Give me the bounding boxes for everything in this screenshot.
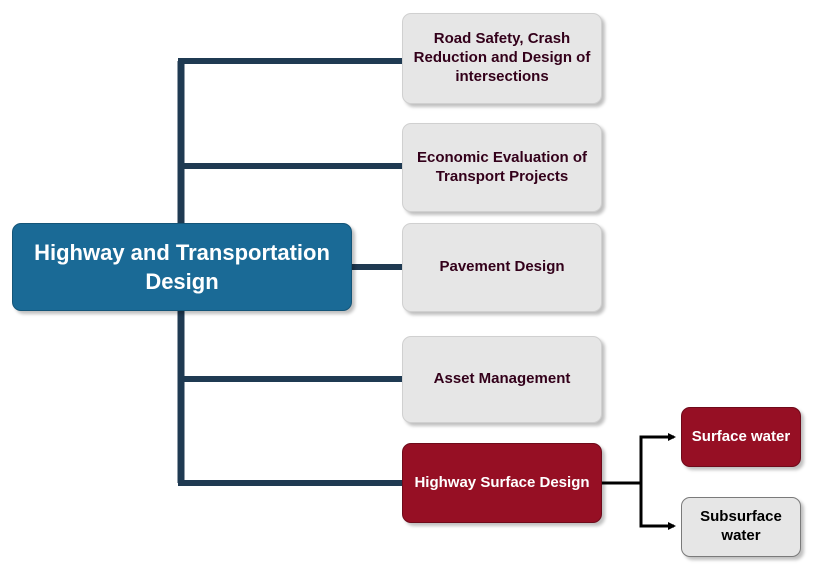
topic-node-label: Economic Evaluation of Transport Project… [416, 148, 588, 185]
topic-node-label: Road Safety, Crash Reduction and Design … [413, 30, 591, 85]
topic-node-asset-management: Asset Management [402, 336, 602, 423]
subtopic-node-subsurface-water: Subsurface water [681, 497, 801, 557]
topic-node-road-safety: Road Safety, Crash Reduction and Design … [402, 13, 602, 104]
arrow-to-subsurface-water [639, 483, 676, 530]
root-node: Highway and Transportation Design [12, 223, 352, 311]
subtopic-node-label: Subsurface water [700, 508, 782, 544]
topic-node-economic-evaluation: Economic Evaluation of Transport Project… [402, 123, 602, 212]
root-node-label: Highway and Transportation Design [34, 239, 330, 294]
subtopic-node-label: Surface water [691, 427, 791, 445]
topic-node-label: Asset Management [433, 370, 571, 388]
subtopic-node-surface-water: Surface water [681, 407, 801, 467]
topic-node-label: Highway Surface Design [414, 473, 590, 491]
arrow-to-surface-water [602, 433, 676, 485]
topic-node-highway-surface-design: Highway Surface Design [402, 443, 602, 523]
topic-node-label: Pavement Design [439, 258, 565, 276]
topic-node-pavement-design: Pavement Design [402, 223, 602, 312]
